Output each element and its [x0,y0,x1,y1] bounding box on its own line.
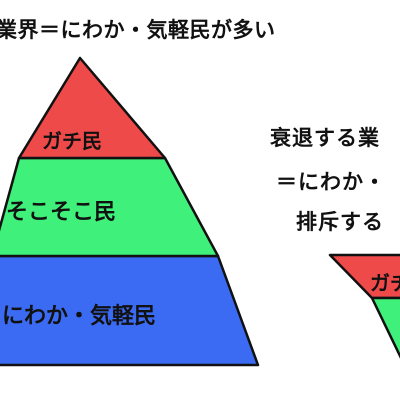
right-caption-line-2: ＝にわか・ [276,170,386,194]
inverted-tier-label-top: ガチ [370,271,400,295]
inverted-pyramid: ガチ [328,253,400,359]
left-diagram-title: 業界＝にわか・気軽民が多い [0,18,276,42]
pyramid-tier-top [17,56,167,160]
right-caption-line-3: 排斥する [296,210,384,234]
inverted-tier-top [328,253,400,300]
tier-label-middle: そこそこ民 [6,200,116,225]
tier-label-bottom: にわか・気軽民 [2,303,156,329]
inverted-tier-second [370,296,400,359]
right-caption-line-1: 衰退する業 [270,126,380,150]
upright-pyramid: ガチ民 そこそこ民 にわか・気軽民 [0,56,260,367]
tier-label-top: ガチ民 [42,129,102,153]
